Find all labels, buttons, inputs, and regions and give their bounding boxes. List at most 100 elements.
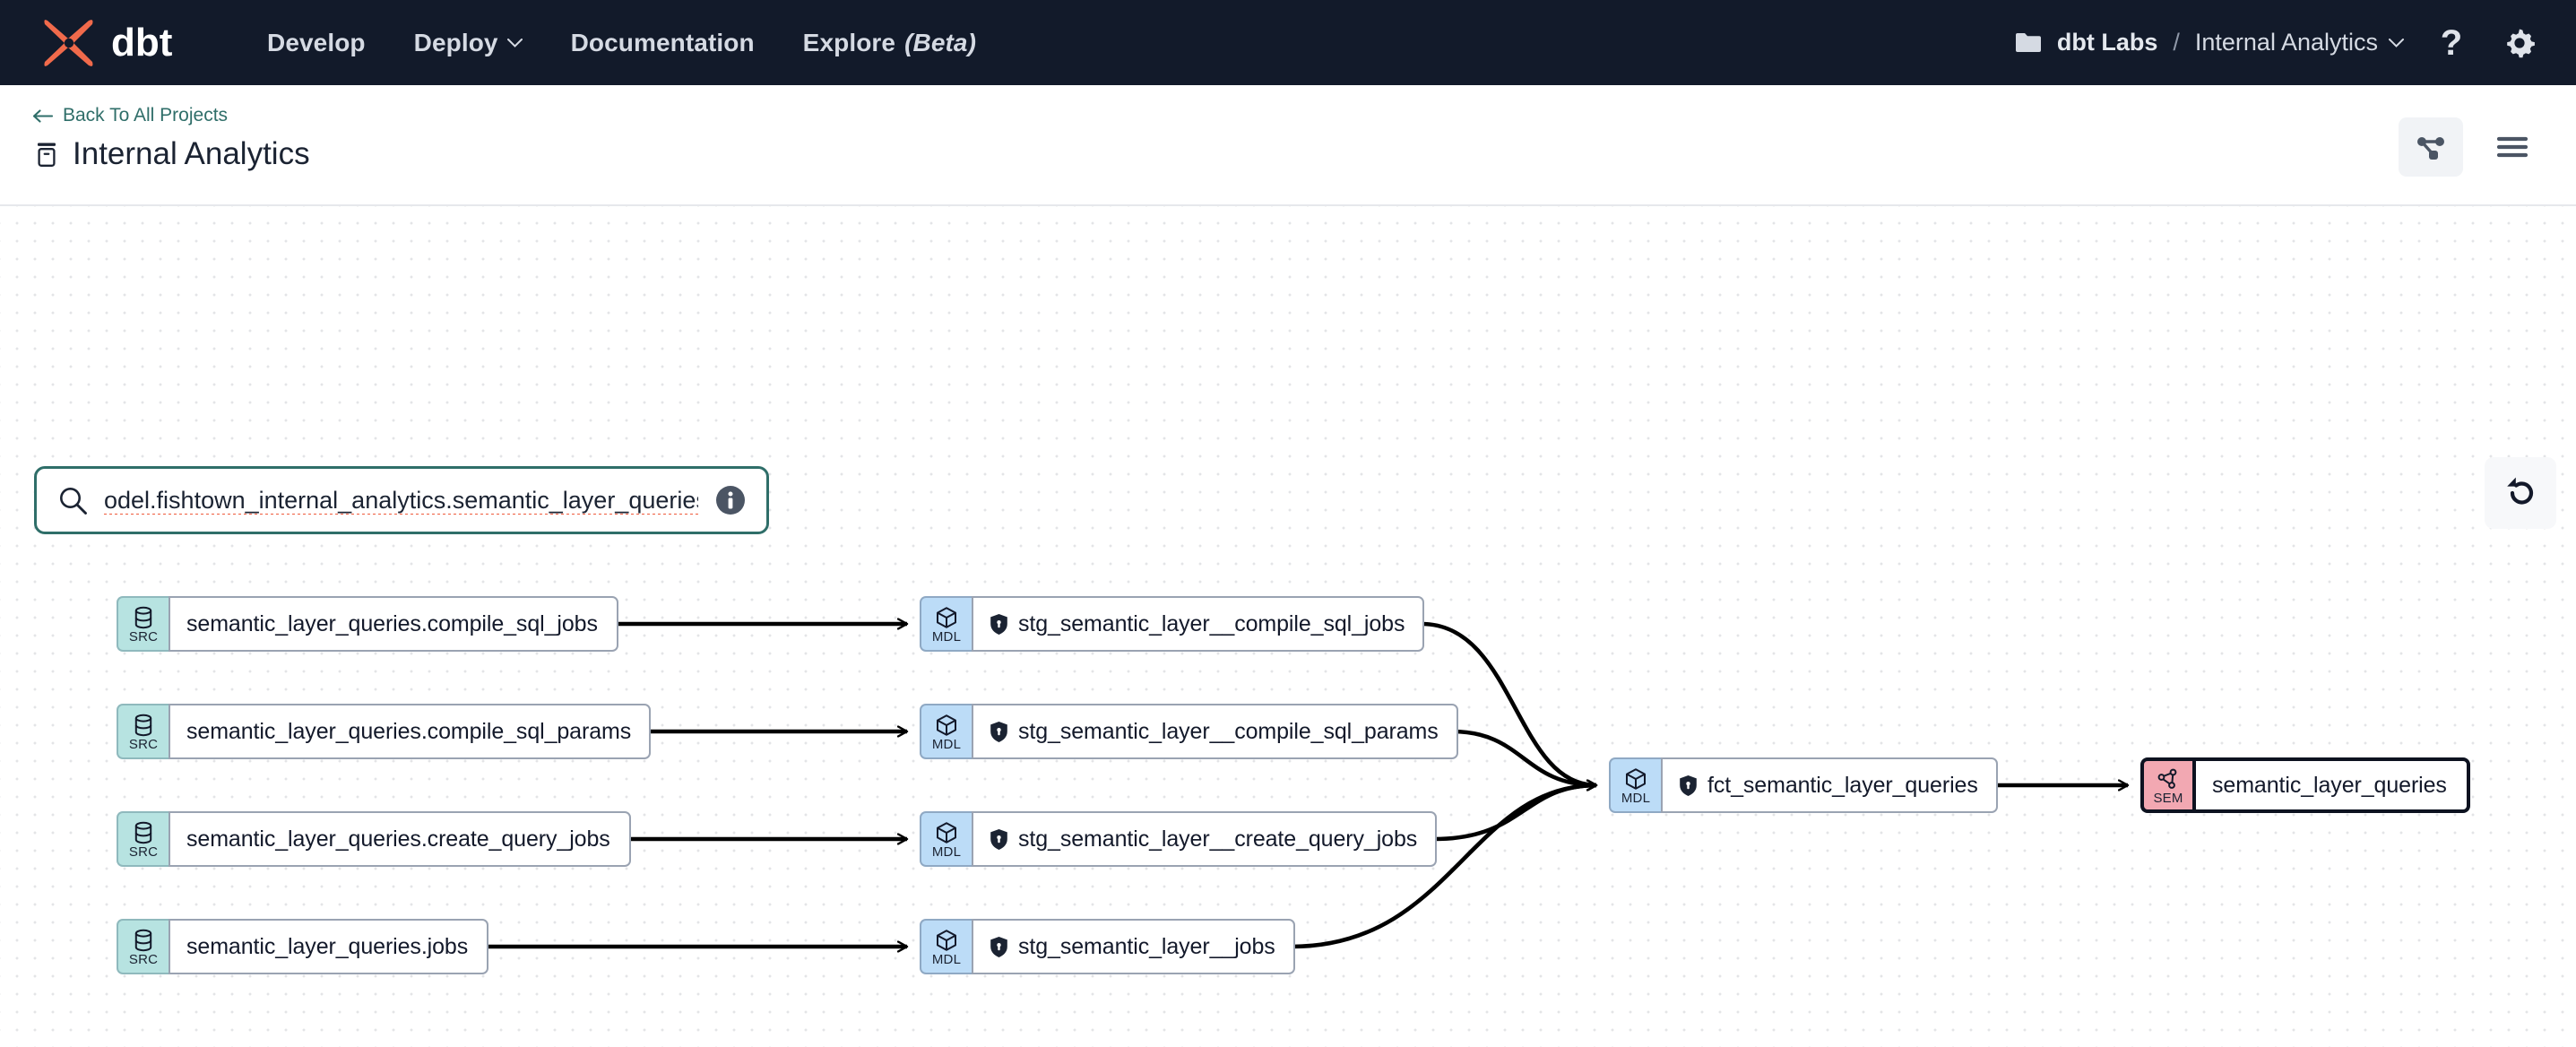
node-type-badge-src: SRC <box>117 704 169 759</box>
primary-nav-links: Develop Deploy Documentation Explore (Be… <box>267 29 976 57</box>
node-label: semantic_layer_queries.jobs <box>186 933 469 959</box>
node-type-label: SRC <box>128 628 159 645</box>
node-body: stg_semantic_layer__create_query_jobs <box>972 811 1438 867</box>
dbt-logo-wordmark: dbt <box>111 22 173 65</box>
top-navigation-bar: dbt Develop Deploy Documentation Explore… <box>0 0 2576 85</box>
database-icon <box>134 929 152 951</box>
node-label: semantic_layer_queries.create_query_jobs <box>186 826 610 852</box>
shield-lock-icon <box>990 936 1007 957</box>
node-type-badge-src: SRC <box>117 919 169 974</box>
node-type-label: MDL <box>931 736 962 752</box>
cube-icon <box>1626 767 1646 790</box>
graph-node-mdl4[interactable]: MDL stg_semantic_layer__jobs <box>920 919 1295 974</box>
node-type-label: MDL <box>931 628 962 645</box>
help-button[interactable]: ? <box>2431 22 2472 64</box>
node-type-badge-mdl: MDL <box>1609 757 1661 813</box>
node-type-label: MDL <box>931 844 962 860</box>
node-label: semantic_layer_queries.compile_sql_jobs <box>186 610 598 636</box>
arrow-left-icon <box>32 108 53 123</box>
node-type-badge-src: SRC <box>117 596 169 652</box>
node-label: fct_semantic_layer_queries <box>1707 772 1978 798</box>
graph-node-sem[interactable]: SEM semantic_layer_queries <box>2140 757 2470 813</box>
node-body: semantic_layer_queries.compile_sql_jobs <box>169 596 618 652</box>
svg-text:dbt: dbt <box>111 22 173 65</box>
settings-button[interactable] <box>2499 22 2540 64</box>
page-title-row: Internal Analytics <box>34 136 310 172</box>
breadcrumb-project-label: Internal Analytics <box>2194 29 2378 56</box>
node-type-badge-mdl: MDL <box>920 919 972 974</box>
graph-node-mdl1[interactable]: MDL stg_semantic_layer__compile_sql_jobs <box>920 596 1425 652</box>
graph-node-fct[interactable]: MDL fct_semantic_layer_queries <box>1609 757 1998 813</box>
nav-link-explore-beta-tag: (Beta) <box>904 28 977 56</box>
search-icon <box>60 487 87 515</box>
node-body: fct_semantic_layer_queries <box>1661 757 1998 813</box>
nav-link-deploy-label: Deploy <box>413 28 498 56</box>
lineage-graph-view-button[interactable] <box>2399 117 2463 177</box>
list-view-icon <box>2496 136 2528 158</box>
gear-icon <box>2507 29 2535 57</box>
node-body: semantic_layer_queries <box>2192 757 2470 813</box>
reset-view-button[interactable] <box>2485 457 2556 529</box>
breadcrumb-org[interactable]: dbt Labs <box>2056 29 2158 56</box>
node-label: stg_semantic_layer__jobs <box>1018 933 1275 959</box>
node-type-badge-mdl: MDL <box>920 704 972 759</box>
dbt-logo[interactable]: dbt <box>41 16 208 70</box>
sub-header-actions <box>2399 105 2537 177</box>
sub-header: Back To All Projects Internal Analytics <box>0 85 2576 206</box>
archive-icon <box>38 143 56 167</box>
lineage-graph-icon <box>2417 137 2444 160</box>
node-type-label: MDL <box>1621 790 1651 806</box>
info-icon[interactable] <box>714 484 747 516</box>
shield-lock-icon <box>990 721 1007 742</box>
back-to-all-projects-label: Back To All Projects <box>63 105 229 125</box>
shield-lock-icon <box>990 613 1007 635</box>
lineage-canvas[interactable]: odel.fishtown_internal_analytics.semanti… <box>0 206 2576 1047</box>
back-to-all-projects-link[interactable]: Back To All Projects <box>32 105 310 126</box>
node-type-label: SRC <box>128 736 159 752</box>
nav-link-develop[interactable]: Develop <box>267 29 366 57</box>
cube-icon <box>937 929 956 951</box>
node-label: semantic_layer_queries <box>2212 772 2447 798</box>
nav-link-documentation-label: Documentation <box>570 28 755 56</box>
graph-node-src1[interactable]: SRC semantic_layer_queries.compile_sql_jo… <box>117 596 618 652</box>
edge-mdl2-fct <box>1451 729 1596 785</box>
dbt-logo-mark <box>44 19 93 66</box>
breadcrumb: dbt Labs / Internal Analytics <box>2015 29 2404 56</box>
graph-node-mdl2[interactable]: MDL stg_semantic_layer__compile_sql_param… <box>920 704 1458 759</box>
nav-link-deploy[interactable]: Deploy <box>414 29 523 57</box>
node-body: stg_semantic_layer__compile_sql_jobs <box>972 596 1425 652</box>
nav-link-develop-label: Develop <box>267 28 366 56</box>
folder-icon <box>2015 33 2041 52</box>
node-type-label: SEM <box>2153 790 2183 806</box>
shield-lock-icon <box>990 828 1007 850</box>
edge-mdl3-fct <box>1433 785 1596 842</box>
search-box[interactable]: odel.fishtown_internal_analytics.semanti… <box>34 466 769 534</box>
list-view-button[interactable] <box>2488 117 2537 177</box>
graph-node-src4[interactable]: SRC semantic_layer_queries.jobs <box>117 919 488 974</box>
cube-icon <box>937 606 956 628</box>
node-type-label: MDL <box>931 951 962 967</box>
breadcrumb-project-selector[interactable]: Internal Analytics <box>2195 29 2404 56</box>
node-body: stg_semantic_layer__jobs <box>972 919 1295 974</box>
node-body: semantic_layer_queries.create_query_jobs <box>169 811 631 867</box>
cube-icon <box>937 714 956 736</box>
page-title: Internal Analytics <box>73 136 310 171</box>
node-label: stg_semantic_layer__create_query_jobs <box>1018 826 1418 852</box>
node-type-badge-mdl: MDL <box>920 596 972 652</box>
nav-link-explore[interactable]: Explore (Beta) <box>803 29 976 57</box>
node-body: stg_semantic_layer__compile_sql_params <box>972 704 1458 759</box>
chevron-down-icon <box>506 38 523 48</box>
topnav-right-cluster: dbt Labs / Internal Analytics ? <box>2015 22 2540 64</box>
semantic-network-icon <box>2157 768 2177 789</box>
sub-header-left: Back To All Projects Internal Analytics <box>32 105 310 172</box>
nav-link-documentation[interactable]: Documentation <box>571 29 755 57</box>
database-icon <box>134 821 152 844</box>
node-body: semantic_layer_queries.jobs <box>169 919 488 974</box>
database-icon <box>134 606 152 628</box>
graph-node-mdl3[interactable]: MDL stg_semantic_layer__create_query_jobs <box>920 811 1438 867</box>
search-input[interactable]: odel.fishtown_internal_analytics.semanti… <box>104 486 698 514</box>
node-type-label: SRC <box>128 951 159 967</box>
breadcrumb-separator: / <box>2173 29 2180 56</box>
